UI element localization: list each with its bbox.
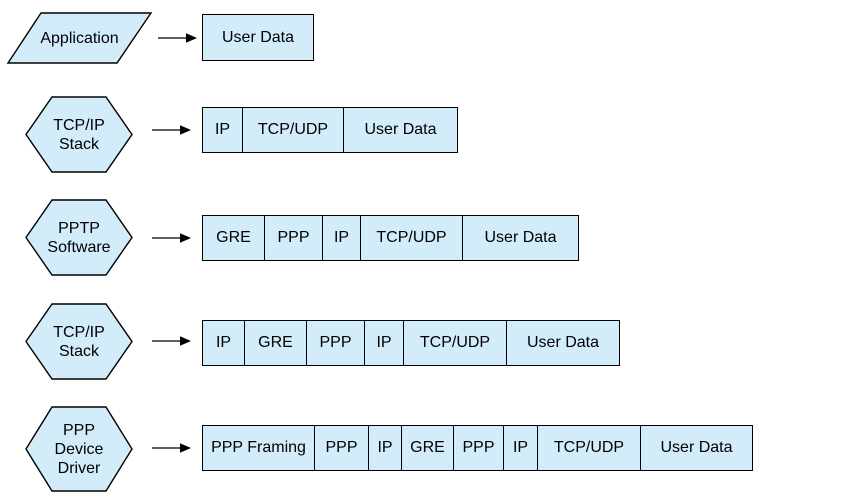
packet-cell-label: User Data [484, 229, 557, 246]
layer-label-line: TCP/IP [53, 116, 105, 134]
packet-row: PPP Framing PPP IP GRE PPP IP TCP/UDP User Data [202, 425, 753, 471]
arrow-head [180, 233, 191, 243]
layer-label: Application [7, 12, 152, 64]
arrow-right-icon [152, 231, 194, 245]
packet-cell: PPP Framing [203, 426, 315, 470]
arrow-right-icon [152, 334, 194, 348]
packet-cell: PPP [265, 216, 323, 260]
layer-label-line: Device [54, 440, 104, 458]
packet-cell-label: IP [214, 121, 231, 138]
layer-label-line: PPTP [58, 219, 100, 237]
layer-label-line: TCP/IP [53, 323, 105, 341]
hexagon-outline [26, 200, 132, 275]
packet-row: IP GRE PPP IP TCP/UDP User Data [202, 320, 620, 366]
hexagon-outline [26, 407, 132, 491]
packet-row: GRE PPP IP TCP/UDP User Data [202, 215, 579, 261]
packet-cell: User Data [203, 15, 313, 60]
layer-label-line: Application [40, 29, 119, 47]
packet-cell-label: IP [512, 439, 529, 456]
packet-cell-label: GRE [410, 439, 445, 456]
packet-cell: GRE [402, 426, 454, 470]
packet-cell: GRE [245, 321, 307, 365]
layer-shape-svg [25, 406, 133, 492]
packet-cell: User Data [463, 216, 578, 260]
packet-row: User Data [202, 14, 314, 61]
arrow-right-icon-svg [152, 233, 191, 243]
arrow-right-icon-svg [158, 33, 197, 43]
parallelogram-outline [8, 13, 151, 63]
packet-cell: IP [203, 321, 245, 365]
layer-shape-application: Application [7, 12, 152, 64]
layer-shape-svg [25, 96, 133, 173]
arrow-right-icon-svg [152, 125, 191, 135]
packet-cell: IP [369, 426, 402, 470]
packet-row: IP TCP/UDP User Data [202, 107, 458, 153]
packet-cell-label: User Data [526, 334, 600, 351]
packet-cell-label: TCP/UDP [553, 439, 625, 456]
packet-cell-label: User Data [364, 121, 437, 138]
packet-cell: IP [203, 108, 243, 152]
packet-cell-label: PPP [325, 439, 358, 456]
arrow-head [180, 125, 191, 135]
layer-shape-svg [25, 303, 133, 380]
arrow-head [180, 336, 191, 346]
hexagon-outline [26, 97, 132, 172]
packet-cell-label: User Data [660, 439, 733, 456]
layer-shape-svg [7, 12, 152, 64]
layer-label-line: Stack [58, 342, 99, 360]
packet-cell: PPP [315, 426, 369, 470]
packet-cell-label: TCP/UDP [257, 121, 329, 138]
packet-cell-label: TCP/UDP [376, 229, 447, 246]
packet-cell: IP [365, 321, 404, 365]
packet-cell: TCP/UDP [404, 321, 507, 365]
arrow-head [186, 33, 197, 43]
arrow-right-icon [158, 31, 200, 45]
packet-cell-label: TCP/UDP [419, 334, 491, 351]
packet-cell: IP [504, 426, 538, 470]
packet-cell-label: IP [376, 334, 392, 351]
packet-cell: User Data [641, 426, 752, 470]
layer-label-line: Software [47, 238, 111, 256]
packet-cell-label: PPP [462, 439, 495, 456]
packet-cell-label: PPP Framing [211, 439, 306, 456]
packet-cell-label: IP [377, 439, 393, 456]
packet-cell-label: GRE [216, 229, 251, 246]
packet-cell-label: PPP [319, 334, 352, 351]
packet-cell-label: User Data [221, 28, 295, 46]
arrow-right-icon [152, 441, 194, 455]
packet-cell: TCP/UDP [361, 216, 463, 260]
arrow-head [180, 443, 191, 453]
arrow-right-icon [152, 123, 194, 137]
packet-cell: GRE [203, 216, 265, 260]
packet-cell: PPP [454, 426, 504, 470]
packet-cell: User Data [507, 321, 619, 365]
layer-label-line: PPP [62, 421, 95, 439]
layer-shape-svg [25, 199, 133, 276]
hexagon-outline [26, 304, 132, 379]
packet-cell: PPP [307, 321, 365, 365]
arrow-right-icon-svg [152, 336, 191, 346]
packet-cell-label: IP [215, 334, 232, 351]
arrow-right-icon-svg [152, 443, 191, 453]
packet-cell: TCP/UDP [538, 426, 641, 470]
layer-label-line: Driver [57, 459, 101, 477]
packet-cell: IP [323, 216, 361, 260]
packet-cell-label: IP [333, 229, 350, 246]
layer-label-line: Stack [58, 135, 99, 153]
packet-cell-label: GRE [258, 334, 293, 351]
packet-cell-label: PPP [277, 229, 310, 246]
packet-cell: User Data [344, 108, 457, 152]
packet-cell: TCP/UDP [243, 108, 344, 152]
